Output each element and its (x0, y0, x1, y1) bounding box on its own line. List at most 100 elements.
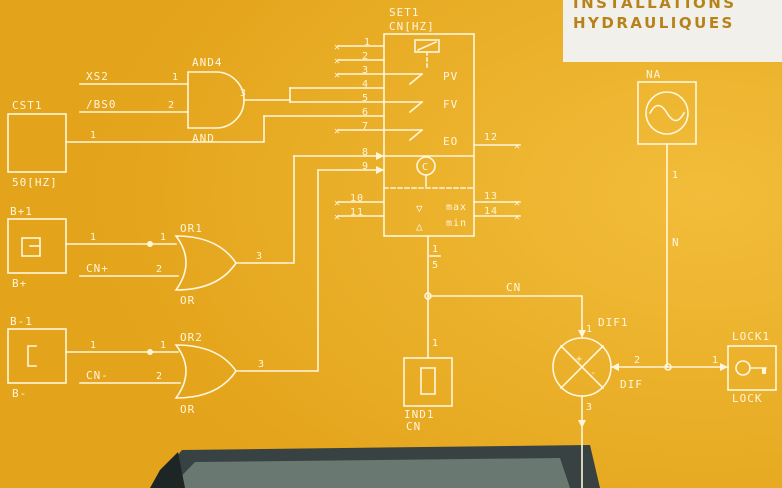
or2-type: OR (180, 403, 195, 416)
svg-text:✕: ✕ (334, 70, 341, 81)
svg-text:✕: ✕ (334, 56, 341, 67)
svg-text:1: 1 (160, 340, 167, 351)
dif1-sub: DIF (620, 378, 643, 391)
set1-output-pins: 12 ✕ 13 ✕ 14 ✕ (473, 132, 521, 223)
svg-text:1: 1 (432, 338, 439, 349)
and4-gate: AND4 AND XS2 1 /BS0 2 3 (79, 56, 291, 145)
svg-text:1: 1 (432, 244, 439, 255)
svg-text:+: + (576, 354, 583, 365)
lock1-name: LOCK1 (732, 330, 770, 343)
bm1-switch-icon (27, 345, 37, 367)
banner-line-1: INSTALLATIONS (573, 0, 737, 12)
cst1-sub: 50[HZ] (12, 176, 58, 189)
svg-text:3: 3 (240, 88, 247, 99)
svg-text:1: 1 (712, 355, 719, 366)
svg-text:11: 11 (350, 207, 364, 218)
ind1-name: IND1 (404, 408, 435, 421)
svg-text:8: 8 (362, 147, 369, 158)
svg-text:2: 2 (168, 100, 175, 111)
and4-type: AND (192, 132, 215, 145)
svg-text:6: 6 (362, 107, 369, 118)
signal-n: N (672, 236, 680, 249)
svg-text:-: - (590, 368, 597, 379)
signal-cn: CN (506, 281, 521, 294)
sine-wave-icon (648, 104, 686, 122)
svg-text:✕: ✕ (334, 212, 341, 223)
svg-text:1: 1 (364, 37, 371, 48)
set1-triangle-up-icon: △ (416, 220, 424, 233)
set1-min: min (446, 218, 467, 229)
svg-text:1: 1 (586, 324, 593, 335)
lock1-sub: LOCK (732, 392, 763, 405)
set1-row-eo: EO (443, 135, 458, 148)
device-photo (150, 445, 600, 488)
banner-line-2: HYDRAULIQUES (573, 14, 735, 32)
svg-text:1: 1 (90, 232, 97, 243)
set1-triangle-down-icon: ▽ (416, 202, 424, 215)
set1-name: SET1 (389, 6, 420, 19)
svg-text:5: 5 (432, 260, 439, 271)
ind1-block: IND1 CN (403, 357, 453, 433)
svg-text:2: 2 (362, 51, 369, 62)
signal-bs0: /BS0 (86, 98, 117, 111)
cst1-block: CST1 50[HZ] 1 (7, 99, 265, 189)
svg-text:3: 3 (362, 65, 369, 76)
na-name: NA (646, 68, 661, 81)
svg-text:14: 14 (484, 206, 498, 217)
ind1-display-icon (420, 367, 436, 395)
svg-text:✕: ✕ (514, 141, 521, 152)
svg-text:✕: ✕ (514, 198, 521, 209)
and4-name: AND4 (192, 56, 223, 69)
set1-c: C (422, 162, 429, 173)
svg-text:1: 1 (672, 170, 679, 181)
dif1-name: DIF1 (598, 316, 629, 329)
or1-name: OR1 (180, 222, 203, 235)
svg-text:7: 7 (362, 121, 369, 132)
title-banner: INSTALLATIONS HYDRAULIQUES (563, 0, 782, 62)
svg-text:✕: ✕ (334, 126, 341, 137)
svg-text:9: 9 (362, 161, 369, 172)
svg-text:3: 3 (258, 359, 265, 370)
svg-text:3: 3 (586, 402, 593, 413)
svg-text:✕: ✕ (334, 42, 341, 53)
svg-text:2: 2 (634, 355, 641, 366)
svg-text:✕: ✕ (514, 212, 521, 223)
svg-text:2: 2 (156, 264, 163, 275)
set1-row-fv: FV (443, 98, 458, 111)
dif1-block: DIF1 1 + - DIF 3 2 (552, 316, 729, 488)
or1-gate: OR1 OR 1 CN+ 2 3 (79, 155, 295, 307)
or2-gate: OR2 OR 1 CN- 2 3 (79, 169, 319, 416)
svg-text:1: 1 (160, 232, 167, 243)
svg-text:2: 2 (156, 371, 163, 382)
na-block: NA 1 N (637, 68, 697, 368)
ind1-sub: CN (406, 420, 421, 433)
set1-row-pv: PV (443, 70, 458, 83)
cn-output-wiring: 1 5 CN 1 (424, 235, 586, 359)
or2-name: OR2 (180, 331, 203, 344)
bp1-switch-icon (21, 237, 41, 257)
set1-max: max (446, 202, 467, 213)
svg-text:12: 12 (484, 132, 498, 143)
svg-text:5: 5 (362, 93, 369, 104)
b-minus-1-block: B-1 B- 1 (7, 315, 179, 400)
bm1-name: B-1 (10, 315, 33, 328)
lock1-block: LOCK1 1 LOCK (712, 330, 777, 405)
svg-text:13: 13 (484, 191, 498, 202)
svg-text:10: 10 (350, 193, 364, 204)
signal-cn-plus: CN+ (86, 262, 109, 275)
svg-text:3: 3 (256, 251, 263, 262)
bp1-name: B+1 (10, 205, 33, 218)
set1-sub: CN[HZ] (389, 20, 435, 33)
svg-text:1: 1 (90, 130, 97, 141)
bm1-sub: B- (12, 387, 27, 400)
b-plus-1-block: B+1 B+ 1 (7, 205, 177, 290)
signal-cn-minus: CN- (86, 369, 109, 382)
set1-input-pins: 1✕ 2✕ 3✕ 4 5 6 7✕ 8 9 10✕ 11✕ (263, 37, 385, 223)
set1-block: SET1 CN[HZ] PV FV EO C ▽ △ max min (383, 6, 475, 237)
or1-type: OR (180, 294, 195, 307)
cst1-name: CST1 (12, 99, 43, 112)
svg-text:1: 1 (172, 72, 179, 83)
svg-text:1: 1 (90, 340, 97, 351)
svg-text:4: 4 (362, 79, 369, 90)
